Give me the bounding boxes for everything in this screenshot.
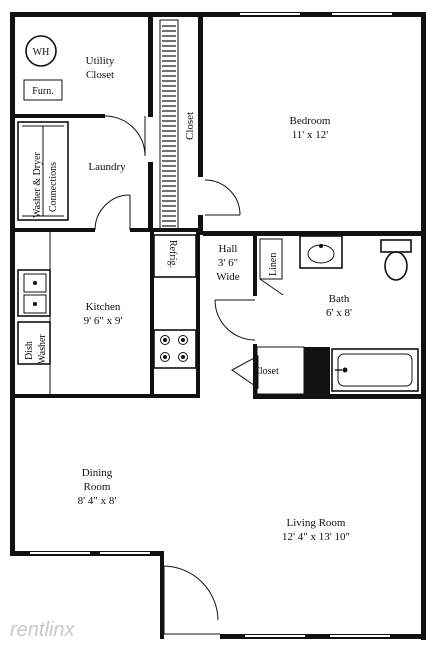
closet-strip: Closet [159,19,241,231]
stove-icon [153,329,197,369]
utility-closet-label-1: Utility [86,55,115,67]
linen-closet [259,238,283,280]
dishwasher-label-2: Washer [37,334,48,364]
kitchen-label-1: Kitchen [86,301,121,313]
hall-label-3: Wide [216,271,239,283]
kitchen-sink [17,269,51,317]
laundry-area: Washer & Dryer Connections Laundry [17,121,131,231]
refrigerator: Refrig. [153,234,197,278]
dishwasher-label-1: Dish [24,341,35,360]
living-label-2: 12' 4" x 13' 10" [282,531,350,543]
bathroom-sink [299,235,343,269]
washer-dryer-label-1: Washer & Dryer [32,151,43,218]
bath: Linen Bath 6' x 8' Closet [231,235,419,395]
washer-dryer-box [17,121,69,221]
furnace-icon [23,79,63,101]
bath-label-1: Bath [329,293,350,305]
hall-label-2: 3' 6" [218,257,238,269]
water-heater-label: WH [33,47,50,58]
hall: Hall 3' 6" Wide [214,243,256,341]
entry-door [160,551,220,639]
refrigerator-label: Refrig. [167,240,178,268]
bath-label-2: 6' x 8' [326,307,352,319]
utility-closet-label-2: Closet [86,69,114,81]
laundry-label: Laundry [88,161,126,173]
bedroom: Bedroom 11' x 12' [290,115,331,141]
toilet-icon [380,239,412,281]
linen-label: Linen [268,253,279,276]
kitchen-label-2: 9' 6" x 9' [84,315,123,327]
interior-walls [15,17,421,399]
dining-label-3: 8' 4" x 8' [78,495,117,507]
washer-dryer-label-2: Connections [48,162,59,212]
kitchen: Dish Washer Kitchen 9' 6" x 9' [17,232,197,394]
living-room: Living Room 12' 4" x 13' 10" [160,517,350,639]
bedroom-label-1: Bedroom [290,115,331,127]
living-label-1: Living Room [287,517,346,529]
rentlinx-watermark: rentlinx [10,619,75,641]
furnace-label: Furn. [32,86,53,97]
exterior-walls [10,12,426,640]
utility-closet: WH Furn. Utility Closet [23,35,146,157]
closet-small-label: Closet [253,366,279,377]
closet-vertical-label: Closet [184,112,196,140]
dishwasher [17,321,51,365]
hall-label-1: Hall [219,243,238,255]
dining-label-2: Room [84,481,111,493]
dining-room: Dining Room 8' 4" x 8' [78,467,117,507]
dining-label-1: Dining [82,467,113,479]
water-heater-icon [25,35,57,67]
bathtub-icon [331,348,419,392]
bedroom-label-2: 11' x 12' [292,129,329,141]
